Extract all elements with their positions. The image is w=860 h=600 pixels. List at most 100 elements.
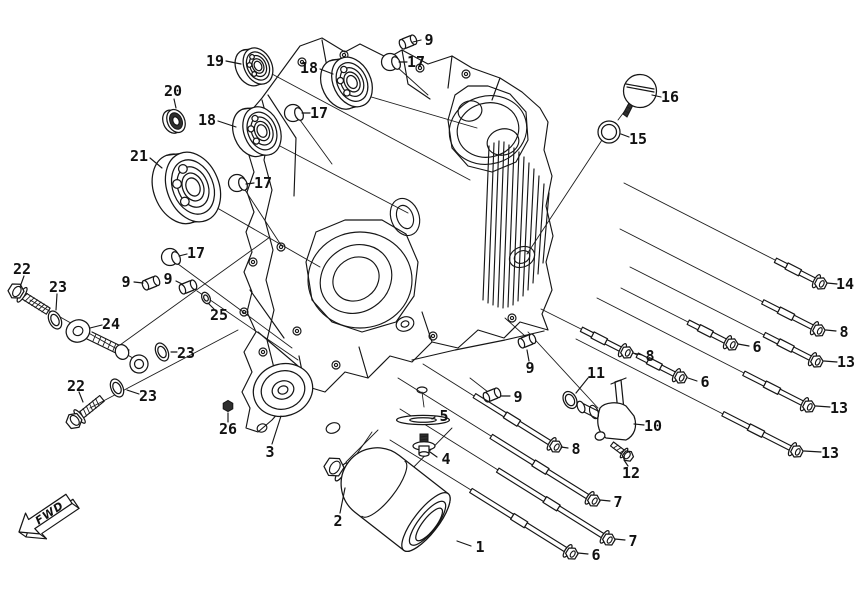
callout-17: 17: [178, 244, 205, 262]
strainer-cap-4: [412, 433, 436, 457]
callout-9: 9: [500, 388, 523, 406]
callout-label-23: 23: [177, 344, 195, 362]
bolt-6: [686, 319, 739, 351]
plug-9: [517, 333, 537, 349]
callout-6: 6: [737, 338, 762, 356]
callout-label-17: 17: [187, 244, 205, 262]
leader-lines: [29, 66, 776, 491]
plug-9: [398, 34, 418, 50]
callout-label-25: 25: [210, 306, 228, 324]
callout-17: 17: [301, 104, 328, 122]
callout-label-8: 8: [645, 347, 654, 365]
cooling-fin: [502, 144, 510, 309]
callout-label-4: 4: [441, 450, 450, 468]
callout-8: 8: [825, 323, 849, 341]
callout-label-9: 9: [513, 388, 522, 406]
callout-label-1: 1: [475, 538, 484, 556]
callout-label-18: 18: [198, 111, 216, 129]
oring-23: [47, 310, 63, 330]
callout-label-24: 24: [102, 315, 120, 333]
callout-23: 23: [126, 387, 157, 405]
callout-7: 7: [599, 493, 623, 511]
callout-1: 1: [456, 538, 485, 556]
callout-label-19: 19: [206, 52, 224, 70]
callout-5: 5: [431, 407, 449, 425]
callout-label-23: 23: [49, 278, 67, 296]
union-bolt-22: [65, 394, 105, 430]
cooling-fin: [542, 192, 550, 264]
callout-10: 10: [633, 417, 662, 435]
callout-label-15: 15: [629, 130, 647, 148]
callout-8: 8: [560, 440, 581, 458]
callout-7: 7: [614, 532, 638, 550]
callout-22: 22: [67, 377, 85, 403]
callout-13: 13: [823, 353, 855, 371]
callout-label-9: 9: [424, 31, 433, 49]
callout-label-26: 26: [219, 420, 237, 438]
callout-label-22: 22: [67, 377, 85, 395]
cooling-fin: [537, 183, 545, 275]
oil-filler-cap-16: [622, 73, 658, 118]
callout-13: 13: [815, 399, 848, 417]
callout-9: 9: [525, 349, 535, 377]
callout-label-5: 5: [439, 407, 448, 425]
oring-25: [200, 291, 212, 305]
callout-label-7: 7: [613, 493, 622, 511]
bolt-6: [469, 487, 579, 560]
callout-label-17: 17: [254, 174, 272, 192]
callout-label-22: 22: [13, 260, 31, 278]
oil-filter-1: [340, 447, 451, 552]
callout-9: 9: [412, 31, 434, 49]
callout-label-2: 2: [333, 512, 342, 530]
callout-11: 11: [575, 364, 605, 394]
bolt-7: [495, 467, 616, 546]
callout-label-18: 18: [300, 59, 318, 77]
bearing-19: [234, 47, 274, 87]
callout-24: 24: [89, 315, 120, 333]
callout-label-10: 10: [644, 417, 662, 435]
callout-label-8: 8: [839, 323, 848, 341]
callout-3: 3: [265, 415, 282, 461]
callout-label-6: 6: [752, 338, 761, 356]
plug-9: [178, 279, 198, 295]
callout-label-20: 20: [164, 82, 182, 100]
callout-16: 16: [651, 88, 679, 106]
callout-22: 22: [13, 260, 31, 288]
bolt-6: [635, 352, 688, 384]
callout-4: 4: [429, 450, 451, 468]
bolt-8: [472, 393, 563, 453]
callout-17: 17: [398, 53, 425, 71]
callout-label-6: 6: [700, 373, 709, 391]
callout-label-13: 13: [830, 399, 848, 417]
bolt-12: [609, 441, 635, 462]
callout-label-11: 11: [587, 364, 605, 382]
union-bolt-22: [7, 283, 51, 315]
callout-19: 19: [206, 52, 242, 70]
dowel-pin-17: [227, 173, 248, 193]
cooling-fin: [532, 175, 540, 284]
callout-label-7: 7: [628, 532, 637, 550]
callout-18: 18: [198, 111, 237, 129]
callout-14: 14: [826, 275, 854, 293]
callout-6: 6: [687, 373, 710, 391]
bolt-7: [489, 433, 601, 507]
oring-15: [597, 120, 621, 144]
callout-label-16: 16: [661, 88, 679, 106]
cooling-fin: [487, 142, 495, 304]
bearing-21: [151, 151, 222, 225]
callout-label-14: 14: [836, 275, 854, 293]
dowel-26: [222, 399, 234, 413]
bolt-13: [742, 370, 816, 413]
callout-label-21: 21: [130, 147, 148, 165]
callout-label-9: 9: [163, 270, 172, 288]
oring-23: [109, 378, 125, 398]
callout-label-12: 12: [622, 464, 640, 482]
callout-6: 6: [577, 546, 601, 564]
callout-15: 15: [620, 130, 647, 148]
callout-20: 20: [164, 82, 182, 109]
callout-23: 23: [170, 344, 195, 362]
callout-9: 9: [163, 270, 183, 288]
